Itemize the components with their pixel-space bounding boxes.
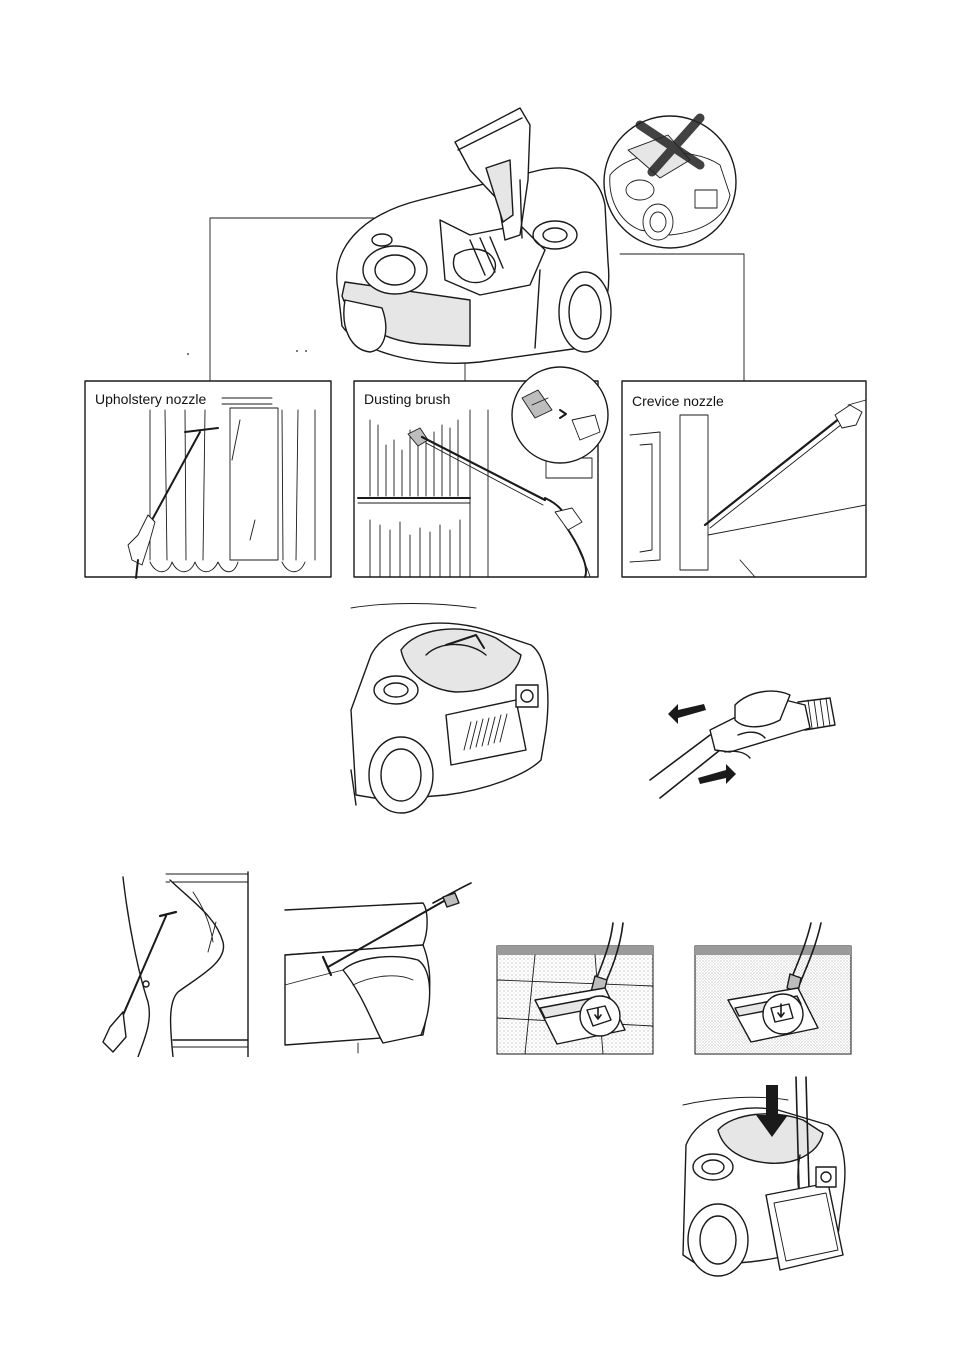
crevice-nozzle-panel: Crevice nozzle [622,381,866,577]
curtain-cleaning-illustration [98,862,253,1057]
sofa-cleaning-illustration [283,875,473,1060]
vacuum-open-illustration: Upholstery nozzle Dusting brush [0,0,954,600]
dusting-brush-panel: Dusting brush [354,367,608,577]
upholstery-nozzle-panel: Upholstery nozzle [85,381,331,578]
inset-bag-warning [604,116,736,248]
crevice-nozzle-label: Crevice nozzle [632,393,724,409]
hard-floor-nozzle-illustration [495,918,655,1056]
upholstery-nozzle-label: Upholstery nozzle [95,391,206,407]
nozzle-parking-illustration [678,1075,856,1280]
carpet-nozzle-illustration [693,918,853,1056]
dusting-brush-label: Dusting brush [364,391,450,407]
vacuum-body [337,168,611,363]
vacuum-closed-illustration [346,600,556,815]
stray-marks [187,350,307,355]
hose-handle-illustration [640,680,840,805]
